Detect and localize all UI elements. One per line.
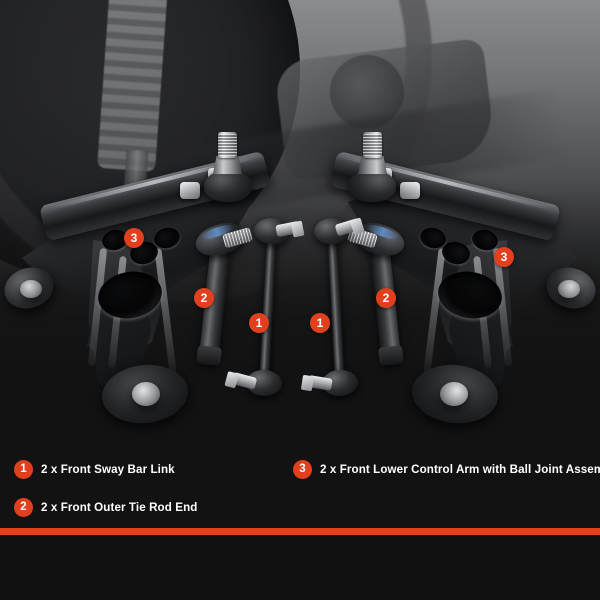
legend-badge-2: 2 xyxy=(14,498,33,517)
legend: 1 2 x Front Sway Bar Link 2 2 x Front Ou… xyxy=(0,430,600,528)
control-arm-bolt xyxy=(400,182,420,199)
control-arm-rear-bushing-sleeve xyxy=(558,280,580,298)
callout-badge-3-left: 3 xyxy=(124,228,144,248)
control-arm-ball-joint xyxy=(344,132,400,202)
legend-label-3: 2 x Front Lower Control Arm with Ball Jo… xyxy=(320,463,600,476)
legend-badge-1: 1 xyxy=(14,460,33,479)
ball-joint-taper xyxy=(358,156,387,174)
sway-bar-link-rod xyxy=(327,237,345,379)
control-arm-front-bushing-sleeve xyxy=(132,382,160,406)
footer-bar xyxy=(0,535,600,600)
legend-column-right: 3 2 x Front Lower Control Arm with Ball … xyxy=(293,460,600,498)
legend-item-1: 1 2 x Front Sway Bar Link xyxy=(14,460,197,479)
tie-rod-threaded-end xyxy=(196,345,222,366)
callout-badge-2-right: 2 xyxy=(376,288,396,308)
callout-badge-1-left: 1 xyxy=(249,313,269,333)
legend-item-3: 3 2 x Front Lower Control Arm with Ball … xyxy=(293,460,600,479)
ball-joint-stud-threads xyxy=(218,134,237,156)
control-arm-rear-bushing-sleeve xyxy=(20,280,42,298)
legend-item-2: 2 2 x Front Outer Tie Rod End xyxy=(14,498,197,517)
red-divider-bar xyxy=(0,528,600,535)
legend-badge-3: 3 xyxy=(293,460,312,479)
control-arm-bolt xyxy=(180,182,200,199)
legend-column-left: 1 2 x Front Sway Bar Link 2 2 x Front Ou… xyxy=(14,460,197,536)
legend-label-1: 2 x Front Sway Bar Link xyxy=(41,463,175,476)
sway-bar-link-rod xyxy=(259,237,277,379)
callout-badge-3-right: 3 xyxy=(494,247,514,267)
tie-rod-threaded-end xyxy=(378,345,404,366)
sway-bar-link-lower-nut xyxy=(300,374,315,392)
control-arm-ball-joint xyxy=(200,132,256,202)
callout-badge-2-left: 2 xyxy=(194,288,214,308)
ball-joint-stud-threads xyxy=(363,134,382,156)
ball-joint-taper xyxy=(213,156,242,174)
legend-label-2: 2 x Front Outer Tie Rod End xyxy=(41,501,198,514)
control-arm-front-bushing-sleeve xyxy=(440,382,468,406)
ball-joint-housing xyxy=(348,170,396,202)
callout-badge-1-right: 1 xyxy=(310,313,330,333)
ball-joint-housing xyxy=(204,170,252,202)
parts-layout xyxy=(0,0,600,430)
